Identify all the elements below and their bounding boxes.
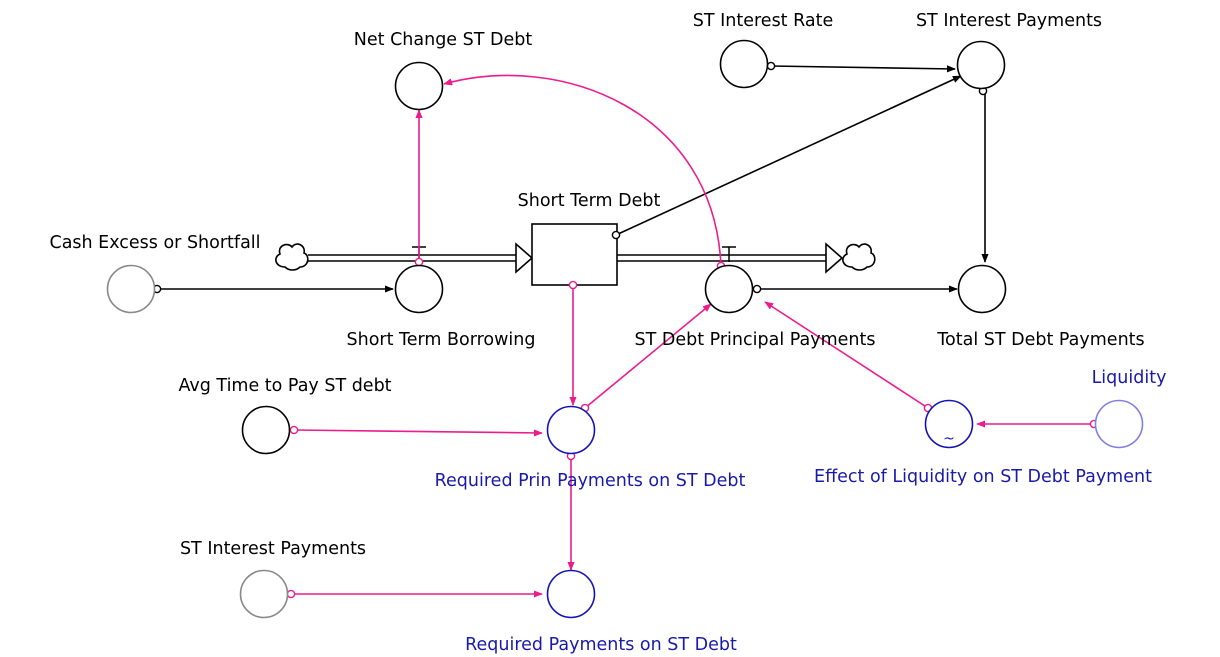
net-change-st-debt-label: Net Change ST Debt <box>354 30 533 50</box>
lookup-tilde-glyph: ~ <box>943 431 955 447</box>
st-interest-payments-node[interactable] <box>956 40 1006 90</box>
liquidity-label: Liquidity <box>1092 368 1167 388</box>
st-interest-rate-label: ST Interest Rate <box>693 11 834 31</box>
short-term-borrowing-node[interactable] <box>394 264 444 314</box>
cloud-icon <box>842 243 876 271</box>
st-debt-principal-payments-node[interactable] <box>704 264 754 314</box>
total-st-debt-payments-label: Total ST Debt Payments <box>936 330 1144 350</box>
st-interest-payments-shadow-label: ST Interest Payments <box>180 539 366 559</box>
effect-of-liquidity-node[interactable] <box>924 399 974 449</box>
connector-origins-black <box>152 61 988 294</box>
connector-arrows-black <box>157 65 989 293</box>
cash-excess-node[interactable] <box>106 264 156 314</box>
total-st-debt-payments-node[interactable] <box>957 264 1007 314</box>
required-payments-node[interactable] <box>546 569 596 619</box>
short-term-borrowing-label: Short Term Borrowing <box>347 330 536 350</box>
liquidity-node[interactable] <box>1094 399 1144 449</box>
flow-valve-icon <box>722 246 736 262</box>
avg-time-label: Avg Time to Pay ST debt <box>178 376 391 396</box>
connector-arrows-pink <box>291 74 1094 598</box>
short-term-debt-stock[interactable] <box>531 223 618 286</box>
st-interest-payments-label: ST Interest Payments <box>916 11 1102 31</box>
required-prin-payments-label: Required Prin Payments on ST Debt <box>435 471 746 491</box>
cash-excess-label: Cash Excess or Shortfall <box>49 233 260 253</box>
avg-time-node[interactable] <box>241 405 291 455</box>
required-prin-payments-node[interactable] <box>546 405 596 455</box>
stock-label: Short Term Debt <box>518 191 661 211</box>
net-change-st-debt-node[interactable] <box>394 61 444 111</box>
st-debt-principal-payments-label: ST Debt Principal Payments <box>634 330 875 350</box>
required-payments-label: Required Payments on ST Debt <box>465 635 737 655</box>
st-interest-payments-shadow-node[interactable] <box>239 569 289 619</box>
effect-of-liquidity-label: Effect of Liquidity on ST Debt Payment <box>814 467 1152 487</box>
cloud-icon <box>275 243 309 271</box>
outflow-pipe <box>617 242 844 274</box>
st-interest-rate-node[interactable] <box>719 39 769 89</box>
